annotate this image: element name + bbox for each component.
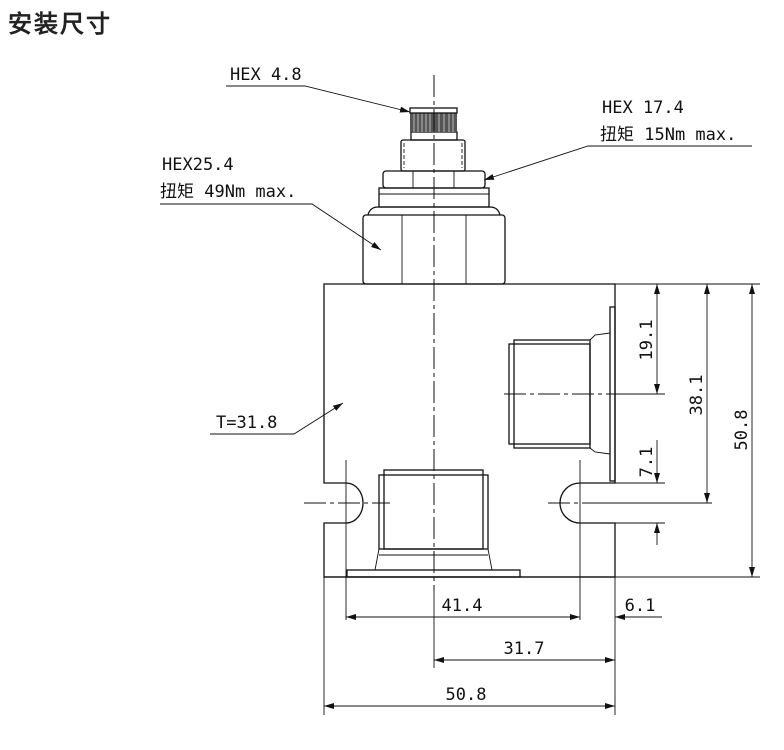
callout-thickness: T=31.8: [210, 402, 344, 435]
callout-hex-cap: HEX 4.8: [226, 65, 411, 113]
dimension-label: 50.8: [732, 410, 752, 451]
dimension-label: T=31.8: [216, 413, 277, 433]
dimension-label: 19.1: [637, 320, 657, 361]
dimension-label: HEX 4.8: [230, 65, 302, 85]
dimension-label: 31.7: [504, 639, 545, 659]
dimension-label: 41.4: [442, 596, 483, 616]
dimension-label: 38.1: [687, 375, 707, 416]
callout-hex-nut: HEX 17.4 扭矩 15Nm max.: [483, 98, 752, 181]
right-dimensions: 19.1 38.1 50.8 7.1: [600, 283, 760, 578]
dimension-label: 6.1: [625, 596, 656, 616]
dimension-label: 扭矩 49Nm max.: [160, 182, 296, 202]
dimension-label: 50.8: [446, 685, 487, 705]
dimension-label: 7.1: [637, 447, 657, 478]
dimension-label: HEX 17.4: [602, 98, 684, 118]
page-title: 安装尺寸: [8, 10, 112, 38]
dimension-label: 扭矩 15Nm max.: [600, 125, 736, 145]
callout-hex-body: HEX25.4 扭矩 49Nm max.: [160, 155, 382, 251]
side-port: [504, 306, 616, 482]
valve-block: [323, 283, 616, 578]
dimension-label: HEX25.4: [162, 155, 234, 175]
bottom-dimensions: 41.4 6.1 31.7 50.8: [323, 577, 662, 715]
